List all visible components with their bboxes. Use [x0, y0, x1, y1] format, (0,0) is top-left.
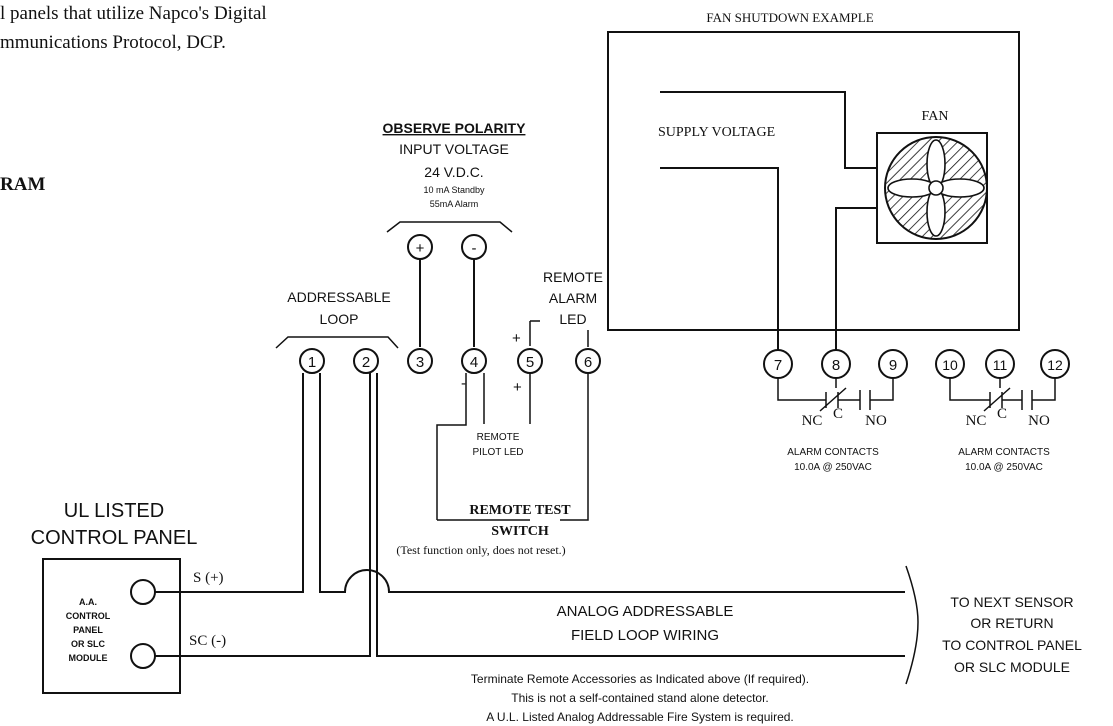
terminal-3: 3	[407, 348, 433, 374]
remote-pilot-led-line1: REMOTE	[477, 432, 520, 443]
addressable-loop-line2: LOOP	[320, 311, 359, 327]
fan-example-title: FAN SHUTDOWN EXAMPLE	[706, 10, 873, 25]
contact-b-no: NO	[1028, 413, 1050, 429]
svg-text:2: 2	[362, 354, 370, 371]
fan-example-box	[607, 31, 1020, 331]
next-sensor-bracket	[905, 565, 919, 685]
bottom-note-line2: This is not a self-contained stand alone…	[511, 691, 769, 705]
terminal-7: 7	[763, 349, 793, 379]
input-voltage-title: INPUT VOLTAGE	[399, 141, 509, 157]
test-switch-wire-left	[436, 373, 467, 520]
contact-b-nc: NC	[966, 413, 987, 429]
t5-plus-bottom: +	[513, 379, 522, 396]
remote-alarm-led-line3: LED	[559, 311, 586, 327]
contact-a-c: C	[833, 406, 843, 422]
supply-plus-sign: +	[416, 240, 425, 257]
panel-box-line-3: PANEL	[73, 625, 103, 635]
standby-current: 10 mA Standby	[423, 185, 485, 195]
next-sensor-line2: OR RETURN	[970, 615, 1053, 631]
panel-box-line-4: OR SLC	[71, 639, 106, 649]
panel-sc-minus-terminal	[130, 643, 156, 669]
s-plus-wire-out	[319, 373, 905, 593]
observe-polarity-label: OBSERVE POLARITY	[383, 120, 527, 136]
input-voltage-bracket	[386, 221, 513, 233]
terminal-5: 5	[517, 348, 543, 374]
svg-text:8: 8	[832, 357, 840, 374]
remote-pilot-led-line2: PILOT LED	[473, 447, 524, 458]
remote-alarm-led-line1: REMOTE	[543, 269, 603, 285]
svg-text:10: 10	[942, 357, 958, 373]
svg-text:12: 12	[1047, 357, 1063, 373]
terminal-10: 10	[935, 349, 965, 379]
remote-test-switch-note: (Test function only, does not reset.)	[396, 543, 565, 557]
supply-minus-sign: -	[472, 240, 477, 257]
alarm-contacts-a-line1: ALARM CONTACTS	[787, 447, 879, 458]
field-loop-line2: FIELD LOOP WIRING	[571, 627, 719, 644]
fan-icon	[876, 132, 988, 244]
svg-text:1: 1	[308, 354, 316, 371]
s-plus-wire-to-t1	[155, 373, 304, 593]
alarm-current: 55mA Alarm	[430, 199, 479, 209]
remote-test-switch-line1: REMOTE TEST	[469, 503, 571, 518]
alarm-contacts-b-line1: ALARM CONTACTS	[958, 447, 1050, 458]
remote-alarm-led-line2: ALARM	[549, 290, 597, 306]
panel-box-line-2: CONTROL	[66, 611, 111, 621]
fan-label: FAN	[922, 109, 949, 124]
terminal-12: 12	[1040, 349, 1070, 379]
fan-supply-wire-top	[660, 91, 877, 169]
t4-minus: -	[461, 375, 466, 392]
svg-text:7: 7	[774, 357, 782, 374]
terminal-8: 8	[821, 349, 851, 379]
intro-heading-fragment: RAM	[0, 174, 45, 195]
test-switch-wire-right	[560, 373, 589, 521]
fan-supply-wire-right	[835, 207, 877, 330]
terminal-4: 4	[461, 348, 487, 374]
t5-plus-top: +	[512, 330, 521, 347]
next-sensor-line4: OR SLC MODULE	[954, 659, 1070, 675]
alarm-contacts-b-symbol	[949, 378, 1056, 412]
addressable-loop-bracket	[275, 336, 399, 349]
control-panel-title-2: CONTROL PANEL	[31, 527, 198, 549]
panel-s-plus-terminal	[130, 579, 156, 605]
next-sensor-line1: TO NEXT SENSOR	[950, 594, 1073, 610]
sc-minus-wire-out	[376, 373, 905, 657]
intro-line-1: l panels that utilize Napco's Digital	[0, 3, 267, 24]
sc-minus-label: SC (-)	[189, 633, 226, 649]
svg-text:3: 3	[416, 354, 424, 371]
terminal-2: 2	[353, 348, 379, 374]
intro-line-2: mmunications Protocol, DCP.	[0, 32, 226, 53]
fan-supply-wire-left	[660, 167, 779, 330]
input-voltage-value: 24 V.D.C.	[424, 164, 483, 180]
remote-test-switch-line2: SWITCH	[491, 524, 549, 539]
contact-a-nc: NC	[802, 413, 823, 429]
terminal-1: 1	[299, 348, 325, 374]
supply-voltage-label: SUPPLY VOLTAGE	[658, 125, 775, 140]
svg-text:4: 4	[470, 354, 478, 371]
alarm-contacts-b-line2: 10.0A @ 250VAC	[965, 462, 1043, 473]
terminal-6: 6	[575, 348, 601, 374]
terminal-9: 9	[878, 349, 908, 379]
terminal-11: 11	[985, 349, 1015, 379]
next-sensor-line3: TO CONTROL PANEL	[942, 637, 1082, 653]
field-loop-line1: ANALOG ADDRESSABLE	[557, 603, 734, 620]
control-panel-title-1: UL LISTED	[64, 500, 164, 522]
addressable-loop-line1: ADDRESSABLE	[287, 289, 390, 305]
svg-text:5: 5	[526, 354, 534, 371]
contact-b-c: C	[997, 406, 1007, 422]
control-panel-box	[42, 558, 181, 694]
bottom-note-line3: A U.L. Listed Analog Addressable Fire Sy…	[486, 710, 794, 724]
alarm-contacts-a-symbol	[777, 378, 894, 412]
contact-a-no: NO	[865, 413, 887, 429]
alarm-contacts-a-line2: 10.0A @ 250VAC	[794, 462, 872, 473]
svg-text:11: 11	[993, 357, 1008, 373]
svg-text:9: 9	[889, 357, 897, 374]
bottom-note-line1: Terminate Remote Accessories as Indicate…	[471, 672, 809, 686]
panel-box-line-1: A.A.	[79, 597, 97, 607]
sc-minus-wire-to-t2	[155, 373, 371, 657]
panel-box-line-5: MODULE	[69, 653, 108, 663]
s-plus-label: S (+)	[193, 570, 224, 586]
svg-text:6: 6	[584, 354, 592, 371]
